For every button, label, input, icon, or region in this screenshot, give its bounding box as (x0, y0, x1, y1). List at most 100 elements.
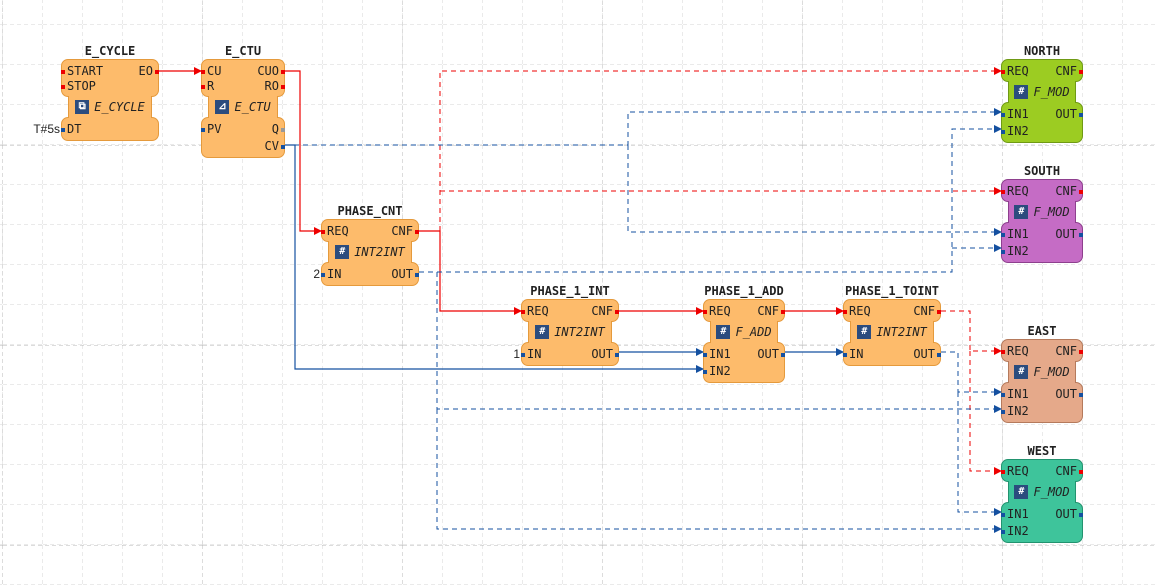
output-port-marker[interactable] (1079, 232, 1083, 237)
output-port-cuo[interactable]: CUO (257, 64, 279, 78)
input-port-marker[interactable] (1001, 349, 1005, 354)
input-port-marker[interactable] (521, 309, 525, 314)
input-port-pv[interactable]: PV (207, 122, 222, 136)
input-port-marker[interactable] (1001, 129, 1005, 134)
output-port-cnf[interactable]: CNF (1055, 344, 1077, 358)
input-port-req[interactable]: REQ (709, 304, 731, 318)
input-port-start[interactable]: START (67, 64, 104, 78)
wire-cv-north-in1[interactable] (285, 108, 1002, 146)
input-port-req[interactable]: REQ (1007, 464, 1029, 478)
input-port-marker[interactable] (1001, 112, 1005, 117)
parameter-value[interactable]: 2 (313, 267, 320, 281)
output-port-cnf[interactable]: CNF (391, 224, 413, 238)
wire-phasecnt-out-west-in2[interactable] (436, 409, 1002, 533)
wire-cv-south-in1[interactable] (627, 145, 1002, 236)
input-port-marker[interactable] (61, 84, 65, 89)
output-port-marker[interactable] (1079, 512, 1083, 517)
output-port-marker[interactable] (155, 69, 159, 74)
input-port-r[interactable]: R (207, 79, 215, 93)
input-port-marker[interactable] (521, 352, 525, 357)
input-port-in2[interactable]: IN2 (709, 364, 731, 378)
output-port-out[interactable]: OUT (913, 347, 935, 361)
input-port-marker[interactable] (703, 352, 707, 357)
input-port-marker[interactable] (1001, 189, 1005, 194)
input-port-in[interactable]: IN (327, 267, 342, 281)
input-port-req[interactable]: REQ (1007, 64, 1029, 78)
wire-toint-out-east-in1[interactable] (941, 351, 1002, 396)
output-port-marker[interactable] (415, 272, 419, 277)
input-port-in1[interactable]: IN1 (1007, 507, 1029, 521)
input-port-marker[interactable] (201, 69, 205, 74)
output-port-eo[interactable]: EO (138, 64, 153, 78)
input-port-marker[interactable] (321, 229, 325, 234)
input-port-marker[interactable] (843, 352, 847, 357)
input-port-marker[interactable] (321, 272, 325, 277)
output-port-marker[interactable] (281, 127, 285, 132)
parameter-value[interactable]: 1 (513, 347, 520, 361)
output-port-out[interactable]: OUT (1055, 387, 1077, 401)
wire-phasecnt-cnf-phase1int-req[interactable] (419, 230, 522, 315)
input-port-req[interactable]: REQ (527, 304, 549, 318)
input-port-marker[interactable] (1001, 512, 1005, 517)
output-port-marker[interactable] (415, 229, 419, 234)
input-port-req[interactable]: REQ (849, 304, 871, 318)
input-port-dt[interactable]: DT (67, 122, 82, 136)
input-port-marker[interactable] (1001, 409, 1005, 414)
wire-phasecnt-cnf-north-req[interactable] (439, 67, 1002, 231)
input-port-in2[interactable]: IN2 (1007, 404, 1029, 418)
input-port-req[interactable]: REQ (327, 224, 349, 238)
input-port-in[interactable]: IN (527, 347, 542, 361)
input-port-marker[interactable] (1001, 392, 1005, 397)
wire-toint-cnf-west-req[interactable] (969, 351, 1002, 475)
input-port-marker[interactable] (1001, 469, 1005, 474)
output-port-out[interactable]: OUT (391, 267, 413, 281)
input-port-marker[interactable] (1001, 249, 1005, 254)
input-port-in1[interactable]: IN1 (709, 347, 731, 361)
input-port-marker[interactable] (703, 309, 707, 314)
output-port-marker[interactable] (1079, 349, 1083, 354)
input-port-in1[interactable]: IN1 (1007, 227, 1029, 241)
input-port-req[interactable]: REQ (1007, 184, 1029, 198)
output-port-cv[interactable]: CV (264, 139, 279, 153)
output-port-marker[interactable] (1079, 392, 1083, 397)
output-port-marker[interactable] (781, 352, 785, 357)
output-port-cnf[interactable]: CNF (913, 304, 935, 318)
output-port-marker[interactable] (1079, 189, 1083, 194)
output-port-marker[interactable] (615, 309, 619, 314)
input-port-in2[interactable]: IN2 (1007, 124, 1029, 138)
input-port-marker[interactable] (1001, 232, 1005, 237)
output-port-marker[interactable] (1079, 69, 1083, 74)
output-port-out[interactable]: OUT (1055, 227, 1077, 241)
output-port-marker[interactable] (781, 309, 785, 314)
input-port-in1[interactable]: IN1 (1007, 107, 1029, 121)
output-port-marker[interactable] (615, 352, 619, 357)
input-port-marker[interactable] (201, 84, 205, 89)
wire-toint-cnf-east-req[interactable] (941, 310, 1002, 355)
input-port-marker[interactable] (1001, 529, 1005, 534)
input-port-req[interactable]: REQ (1007, 344, 1029, 358)
wire-toint-out-west-in1[interactable] (957, 392, 1002, 516)
output-port-marker[interactable] (937, 352, 941, 357)
output-port-marker[interactable] (1079, 469, 1083, 474)
output-port-out[interactable]: OUT (757, 347, 779, 361)
wire-cv-add-in2[interactable] (285, 144, 704, 373)
input-port-in1[interactable]: IN1 (1007, 387, 1029, 401)
input-port-marker[interactable] (61, 69, 65, 74)
output-port-q[interactable]: Q (271, 122, 279, 136)
output-port-out[interactable]: OUT (1055, 507, 1077, 521)
input-port-marker[interactable] (703, 369, 707, 374)
input-port-marker[interactable] (843, 309, 847, 314)
output-port-cnf[interactable]: CNF (1055, 464, 1077, 478)
input-port-stop[interactable]: STOP (67, 79, 96, 93)
input-port-in2[interactable]: IN2 (1007, 244, 1029, 258)
input-port-in2[interactable]: IN2 (1007, 524, 1029, 538)
wire-phasecnt-out-north-in2[interactable] (419, 125, 1002, 273)
input-port-marker[interactable] (201, 127, 205, 132)
